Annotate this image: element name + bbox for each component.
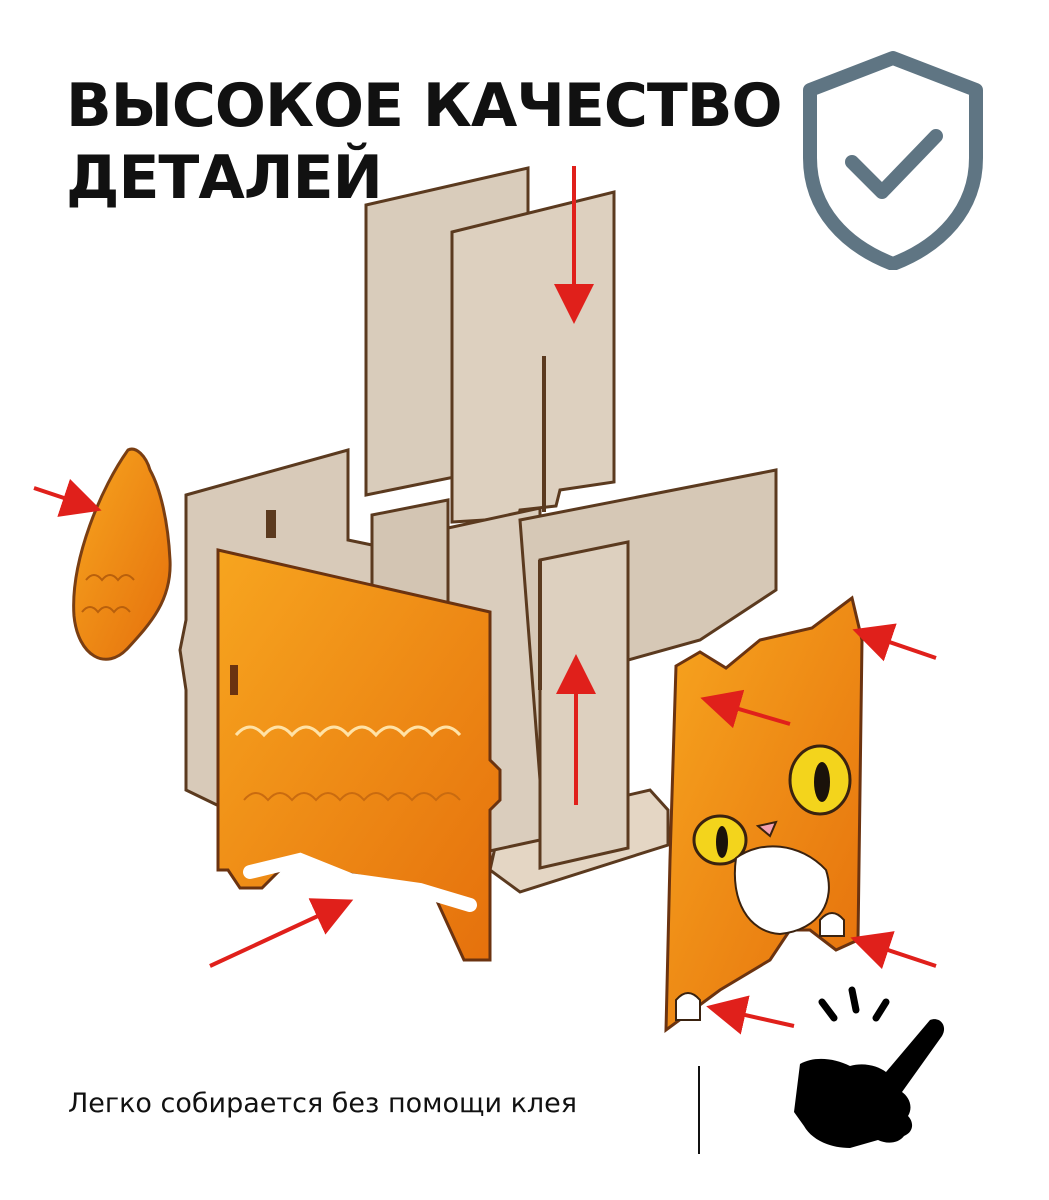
headline-line-2: ДЕТАЛЕЙ: [66, 143, 383, 213]
divider-line: [698, 1066, 700, 1154]
back-panel-front: [450, 190, 616, 524]
cat-face-panel: [664, 595, 864, 1034]
cat-body-side-panel: [216, 548, 502, 962]
assembly-illustration: [33, 166, 937, 1035]
headline: ВЫСОКОЕ КАЧЕСТВО ДЕТАЛЕЙ: [66, 70, 786, 214]
shield-check-icon: [803, 51, 983, 270]
cat-tail-piece: [72, 447, 172, 661]
tap-hand-icon: [794, 986, 945, 1148]
headline-line-1: ВЫСОКОЕ КАЧЕСТВО: [66, 71, 783, 141]
assembly-arrows: [33, 166, 937, 1035]
caption-text: Легко собирается без помощи клея: [68, 1088, 578, 1119]
